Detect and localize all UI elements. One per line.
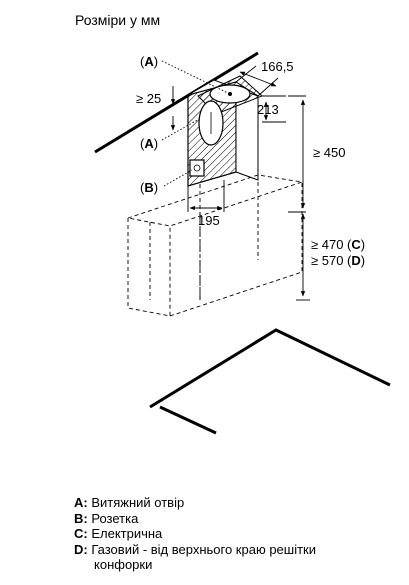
- dim-213: 213: [257, 102, 279, 117]
- legend-item-a: A: Витяжний отвір: [74, 495, 185, 510]
- dim-min-450: ≥ 450: [313, 145, 345, 160]
- legend-item-b: B: Розетка: [74, 510, 139, 526]
- callout-b: (B): [140, 180, 158, 195]
- legend: A: Витяжний отвір B: Розетка C: Електрич…: [74, 495, 374, 573]
- exhaust-opening-wall: [198, 100, 224, 146]
- cooktop: [149, 328, 391, 435]
- legend-item-d: D: Газовий - від верхнього краю решітки: [74, 541, 316, 557]
- socket-icon: [189, 159, 205, 177]
- dim-min-570: ≥ 570 (D): [311, 253, 365, 268]
- page-title: Розміри у мм: [75, 12, 161, 28]
- dimension-lines: [170, 65, 310, 301]
- dim-min-470: ≥ 470 (C): [311, 237, 365, 252]
- legend-item-d-continued: конфорки: [94, 557, 153, 572]
- ceiling-line: [94, 51, 259, 154]
- dim-min-25: ≥ 25: [136, 91, 161, 106]
- legend-item-c: C: Електрична: [74, 526, 163, 541]
- dim-195: 195: [198, 213, 220, 228]
- callout-a-mid: (A): [140, 136, 158, 151]
- callout-leaders: [161, 60, 231, 187]
- hood-outline: [126, 174, 303, 317]
- dim-166-5: 166,5: [261, 59, 294, 74]
- callout-a-top: (A): [140, 54, 158, 69]
